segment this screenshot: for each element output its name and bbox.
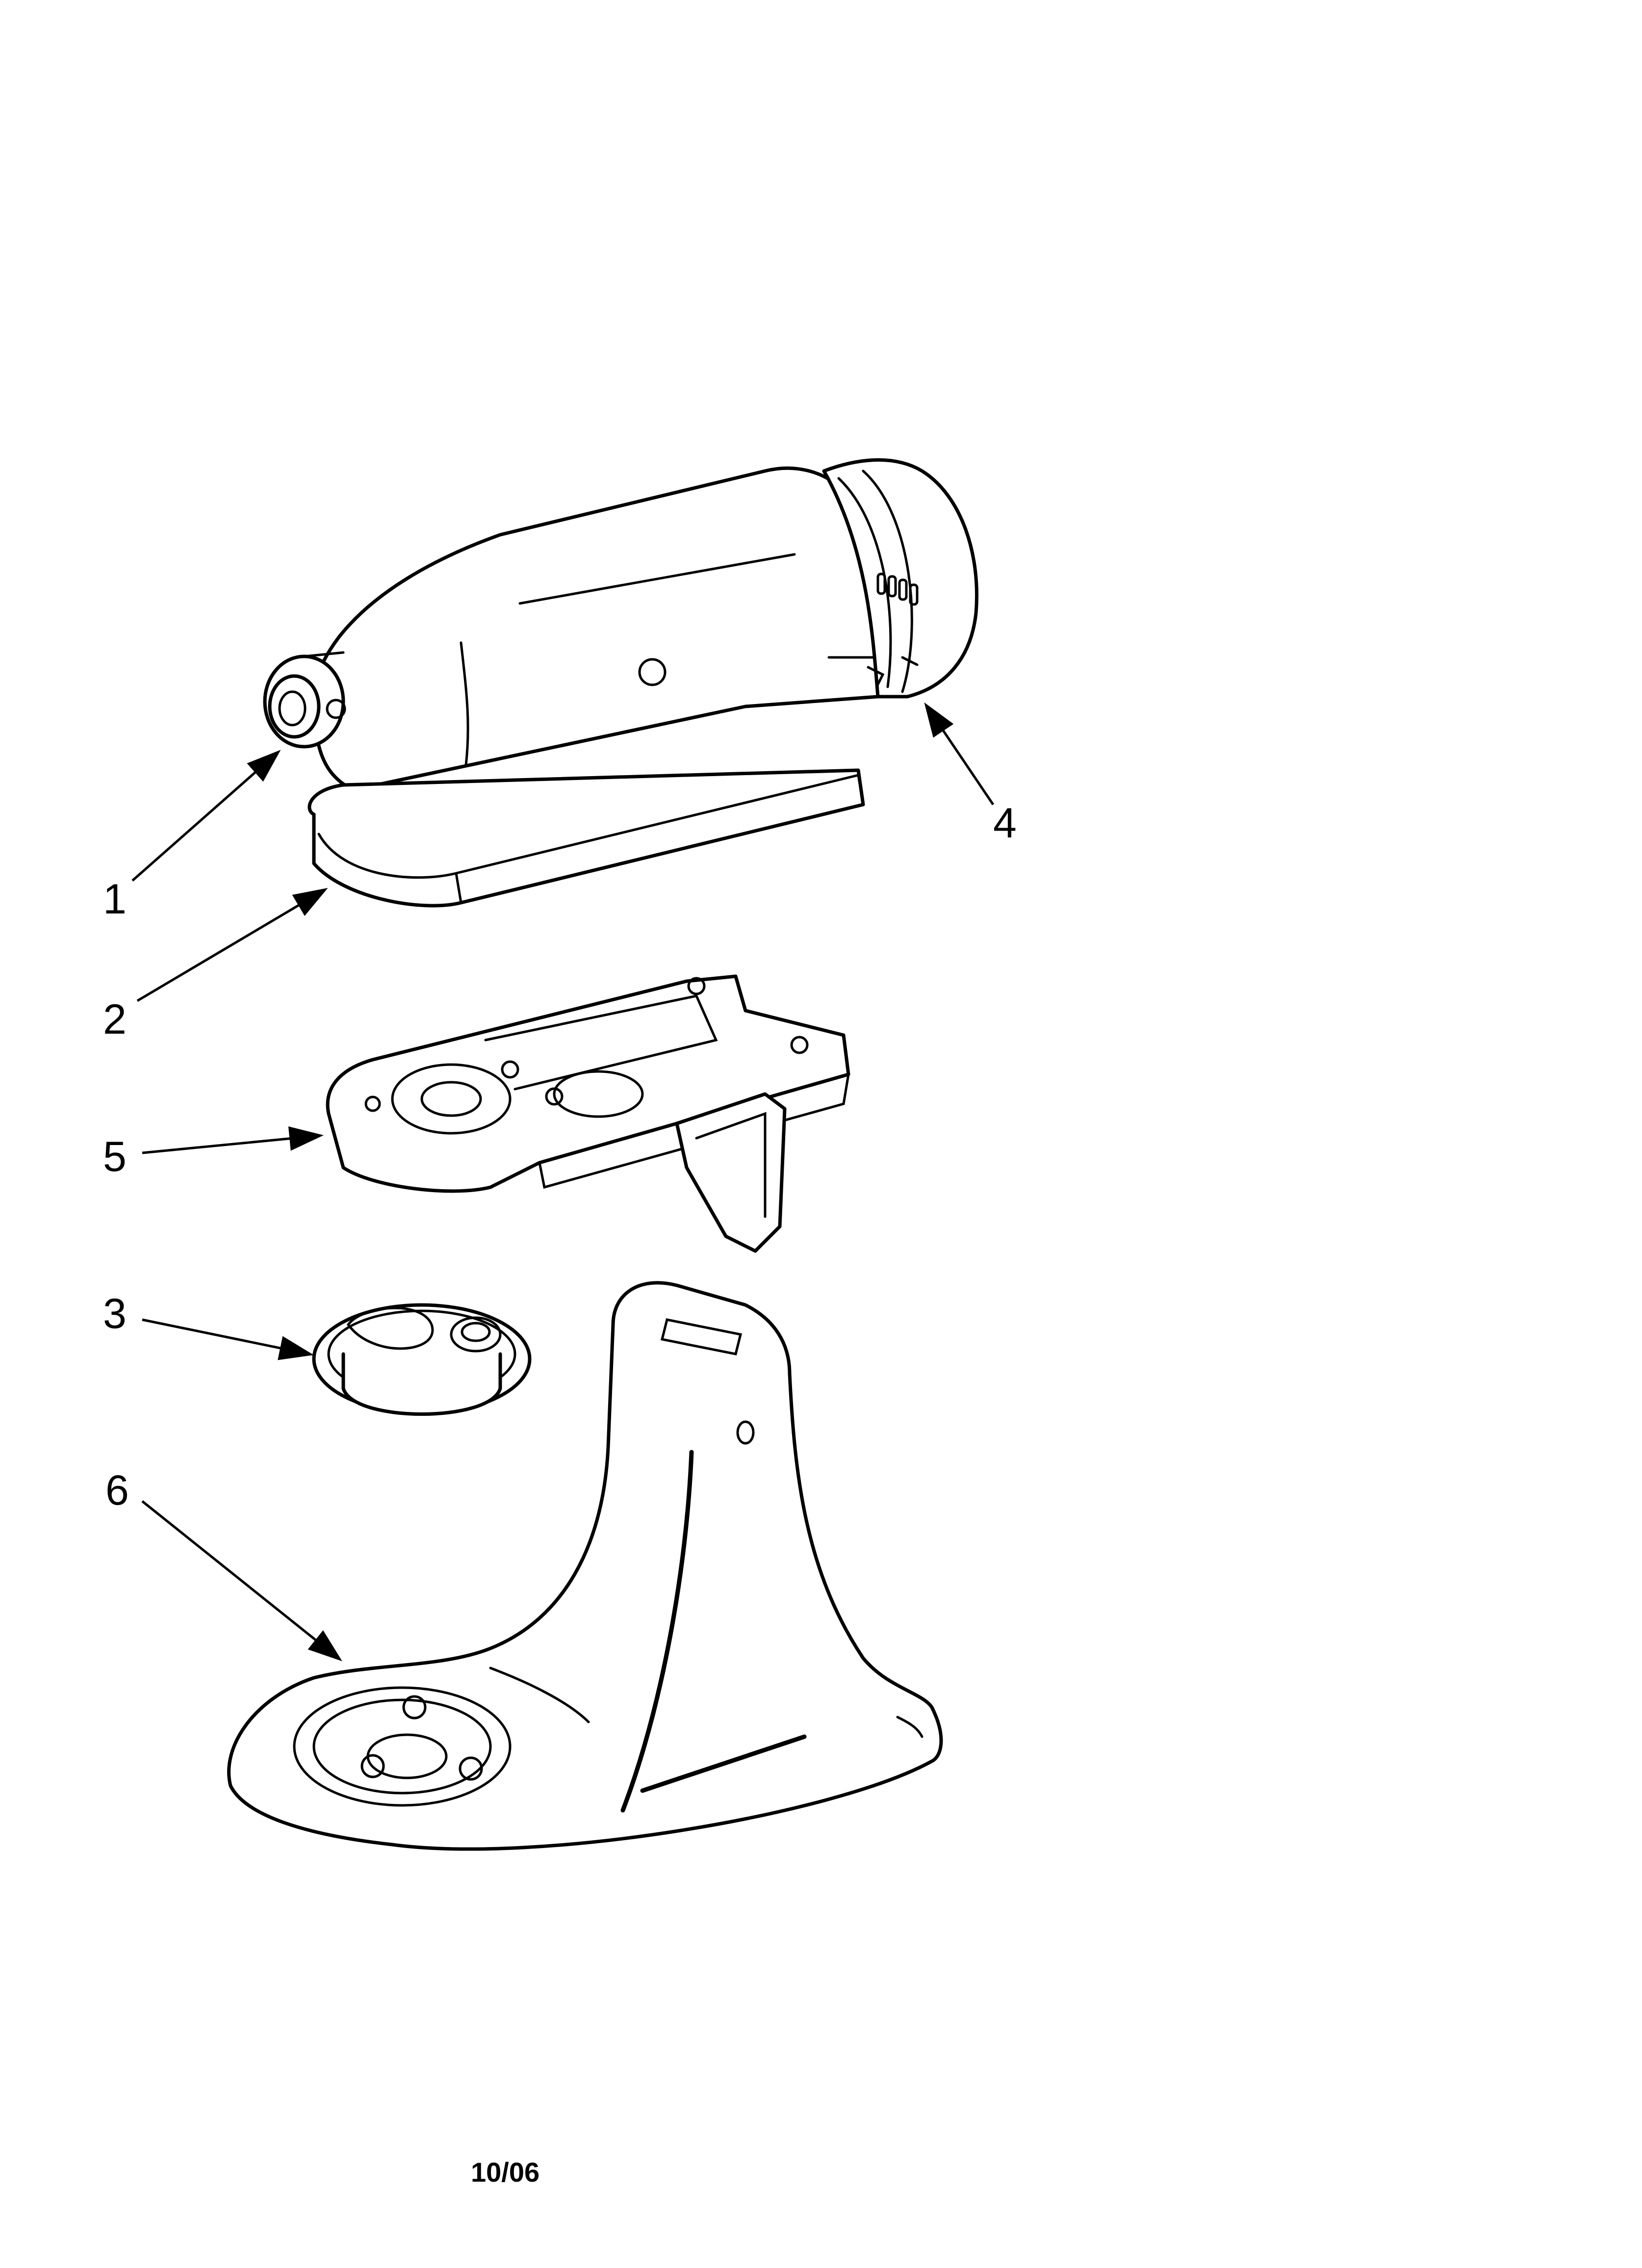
leader-4 — [924, 702, 995, 806]
revision-date: 10/06 — [471, 2157, 540, 2188]
callout-4: 4 — [993, 800, 1017, 847]
leader-3 — [142, 1318, 314, 1360]
callout-1: 1 — [103, 876, 127, 923]
part-5-gear-frame — [326, 974, 850, 1253]
part-2-gasket — [308, 768, 865, 908]
callout-6: 6 — [105, 1467, 129, 1514]
part-6-base — [227, 1281, 943, 1851]
part-1-motor-housing — [263, 466, 880, 792]
leader-6 — [141, 1500, 342, 1662]
part-3-seal-retainer — [312, 1303, 532, 1416]
callout-3: 3 — [103, 1290, 127, 1337]
callout-2: 2 — [103, 996, 127, 1043]
leader-2 — [136, 887, 328, 1002]
leader-1 — [131, 750, 281, 882]
leader-lines — [131, 702, 995, 1662]
part-4-rear-cover — [822, 458, 979, 699]
callout-5: 5 — [103, 1133, 127, 1180]
leader-5 — [142, 1126, 324, 1154]
